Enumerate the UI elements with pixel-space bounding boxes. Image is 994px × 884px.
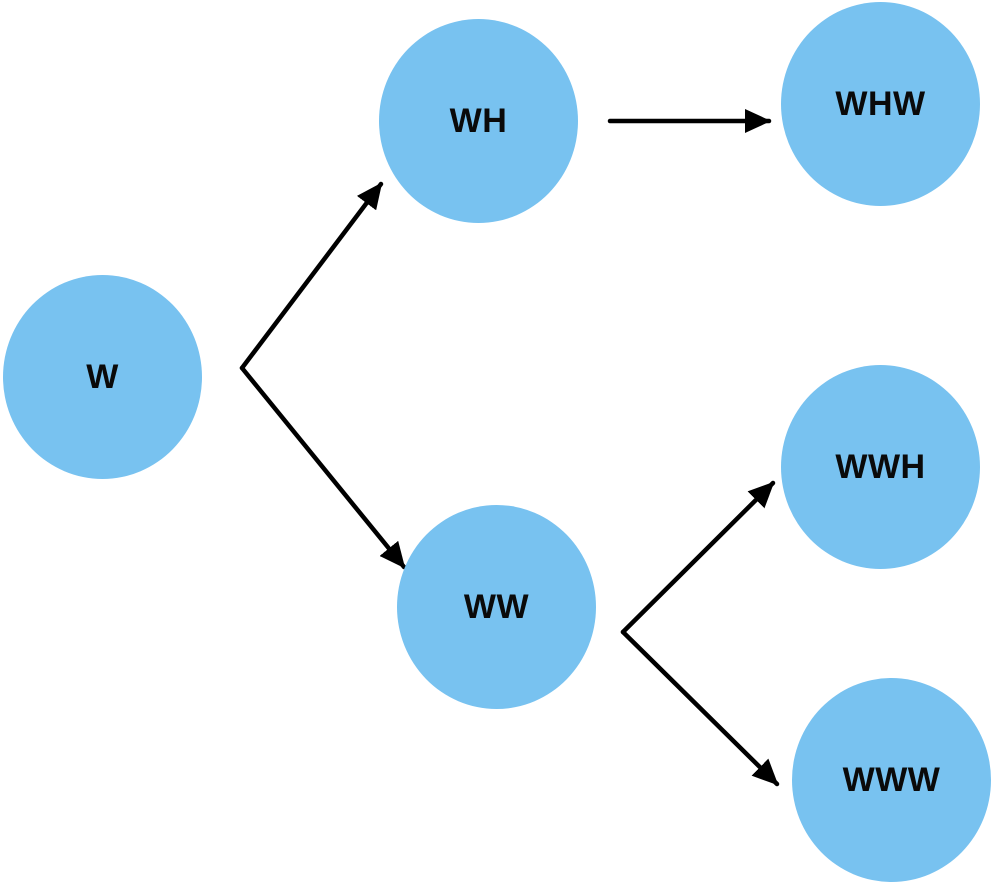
node-wh: WH (379, 19, 578, 223)
node-ww-label: WW (463, 588, 530, 626)
node-w: W (3, 275, 202, 479)
edge-w-to-ww (239, 365, 407, 570)
node-whw: WHW (781, 2, 980, 206)
node-wwh-label: WWH (835, 448, 926, 486)
node-www-label: WWW (842, 761, 941, 799)
node-wh-label: WH (449, 102, 508, 140)
node-www: WWW (792, 678, 991, 882)
node-ww: WW (397, 505, 596, 709)
edge-ww-to-www (620, 629, 780, 787)
node-wwh: WWH (781, 365, 980, 569)
edge-ww-to-wwh (620, 480, 776, 635)
node-whw-label: WHW (835, 85, 926, 123)
node-w-label: W (86, 358, 119, 396)
edge-w-to-wh (239, 181, 384, 371)
